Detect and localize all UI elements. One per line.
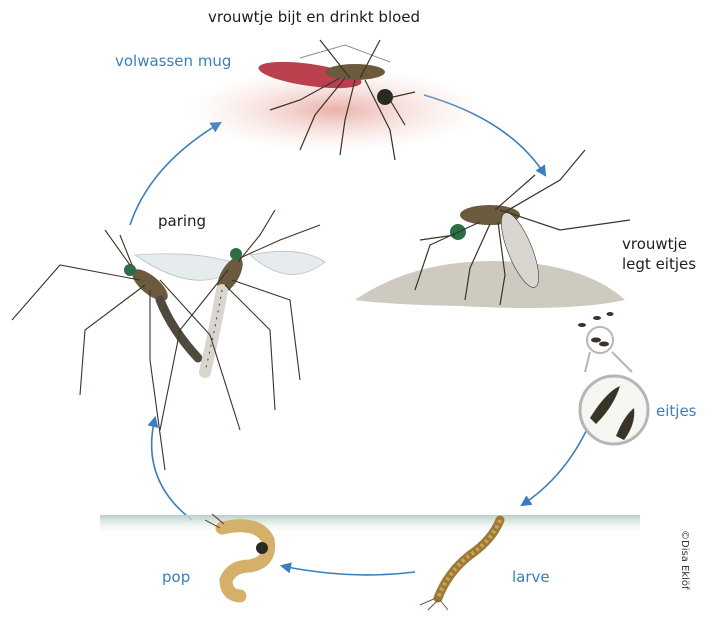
cycle-arrow-icon xyxy=(282,566,415,575)
egg-magnifier-icon xyxy=(578,312,648,444)
cycle-arrow-icon xyxy=(152,418,192,520)
label-adult-mosquito: volwassen mug xyxy=(115,52,231,70)
mosquito-laying-eggs-icon xyxy=(355,150,630,308)
water-surface xyxy=(100,515,640,535)
cycle-arrow-icon xyxy=(130,123,220,225)
cycle-arrows xyxy=(130,95,598,575)
label-pupa: pop xyxy=(162,568,190,586)
copyright-credit: ©Disa Eklöf xyxy=(674,530,690,610)
label-female-lays-eggs: vrouwtje legt eitjes xyxy=(622,234,696,275)
mating-mosquitoes-icon xyxy=(12,210,325,470)
label-mating: paring xyxy=(158,212,206,230)
caption-female-bites: vrouwtje bijt en drinkt bloed xyxy=(208,8,420,26)
label-eggs: eitjes xyxy=(656,402,697,420)
label-larva: larve xyxy=(512,568,550,586)
